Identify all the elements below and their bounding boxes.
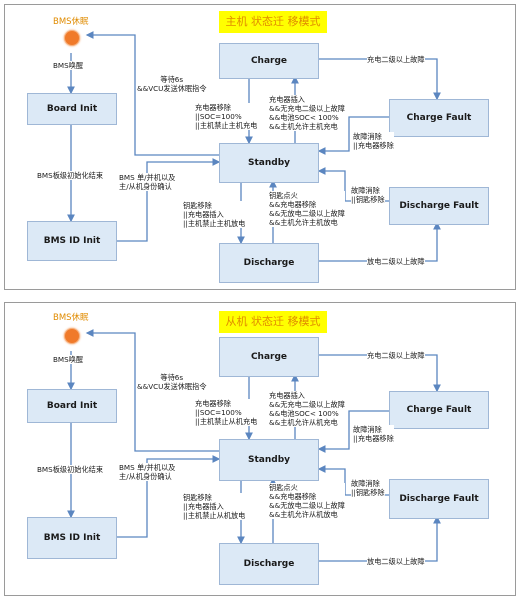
transition-label-sleep: 等待6s &&VCU发送休眠指令 bbox=[137, 75, 207, 93]
transition-label-discharge-fault: 放电二级以上故障 bbox=[367, 557, 425, 566]
transition-label-charge-fault-clear: 故障消除 ||充电器移除 bbox=[353, 425, 394, 443]
transition-label-discharge-fault-clear: 故障消除 ||钥匙移除 bbox=[351, 186, 385, 204]
state-standby: Standby bbox=[219, 143, 319, 183]
transition-label-discharge-fault: 放电二级以上故障 bbox=[367, 257, 425, 266]
state-bms-id-init: BMS ID Init bbox=[27, 221, 117, 261]
sleep-label: BMS休眠 bbox=[53, 17, 89, 27]
host-state-diagram: 主机 状态迁 移模式 BMS休眠 BMS唤醒 Charge Board Init… bbox=[4, 4, 516, 290]
transition-label-discharge-to-standby: 钥匙移除 ||充电器插入 ||主机禁止主机放电 bbox=[183, 201, 246, 228]
diagram-title: 从机 状态迁 移模式 bbox=[219, 311, 327, 333]
transition-label-standby-to-charge: 充电器插入 &&无充电二级以上故障 &&电池SOC< 100% &&主机允许主机… bbox=[269, 95, 345, 131]
transition-label-discharge-fault-clear: 故障消除 ||钥匙移除 bbox=[351, 479, 385, 497]
state-bms-id-init: BMS ID Init bbox=[27, 517, 117, 559]
state-discharge: Discharge bbox=[219, 543, 319, 585]
transition-label-charge-to-standby: 充电器移除 ||SOC=100% ||主机禁止主机充电 bbox=[195, 103, 258, 130]
transition-label-standby-to-discharge: 钥匙点火 &&充电器移除 &&无放电二级以上故障 &&主机允许主机放电 bbox=[269, 191, 345, 227]
sleep-indicator-icon bbox=[65, 329, 79, 343]
state-discharge-fault: Discharge Fault bbox=[389, 187, 489, 225]
transition-label-init-done: BMS板级初始化结束 bbox=[37, 465, 104, 474]
transition-label-discharge-to-standby: 钥匙移除 ||充电器插入 ||主机禁止从机放电 bbox=[183, 493, 246, 520]
state-charge-fault: Charge Fault bbox=[389, 391, 489, 429]
state-standby: Standby bbox=[219, 439, 319, 481]
state-discharge-fault: Discharge Fault bbox=[389, 479, 489, 519]
transition-label-init-done: BMS板级初始化结束 bbox=[37, 171, 104, 180]
state-board-init: Board Init bbox=[27, 389, 117, 423]
transition-label-standby-to-charge: 充电器插入 &&无充电二级以上故障 &&电池SOC< 100% &&主机允许从机… bbox=[269, 391, 345, 427]
wake-label: BMS唤醒 bbox=[53, 61, 84, 70]
sleep-label: BMS休眠 bbox=[53, 313, 89, 323]
transition-label-sleep: 等待6s &&VCU发送休眠指令 bbox=[137, 373, 207, 391]
sleep-indicator-icon bbox=[65, 31, 79, 45]
transition-label-standby-to-discharge: 钥匙点火 &&充电器移除 &&无放电二级以上故障 &&主机允许从机放电 bbox=[269, 483, 345, 519]
wake-label: BMS唤醒 bbox=[53, 355, 84, 364]
state-charge-fault: Charge Fault bbox=[389, 99, 489, 137]
state-board-init: Board Init bbox=[27, 93, 117, 125]
slave-state-diagram: 从机 状态迁 移模式 BMS休眠 BMS唤醒 Charge Board Init… bbox=[4, 302, 516, 596]
transition-label-id-confirm: BMS 单/并机以及 主/从机身份确认 bbox=[119, 173, 176, 191]
state-charge: Charge bbox=[219, 337, 319, 377]
transition-label-charge-fault: 充电二级以上故障 bbox=[367, 55, 425, 64]
transition-label-charge-fault: 充电二级以上故障 bbox=[367, 351, 425, 360]
transition-label-id-confirm: BMS 单/并机以及 主/从机身份确认 bbox=[119, 463, 176, 481]
diagram-title: 主机 状态迁 移模式 bbox=[219, 11, 327, 33]
state-discharge: Discharge bbox=[219, 243, 319, 283]
state-charge: Charge bbox=[219, 43, 319, 79]
transition-label-charge-to-standby: 充电器移除 ||SOC=100% ||主机禁止从机充电 bbox=[195, 399, 258, 426]
transition-label-charge-fault-clear: 故障消除 ||充电器移除 bbox=[353, 132, 394, 150]
